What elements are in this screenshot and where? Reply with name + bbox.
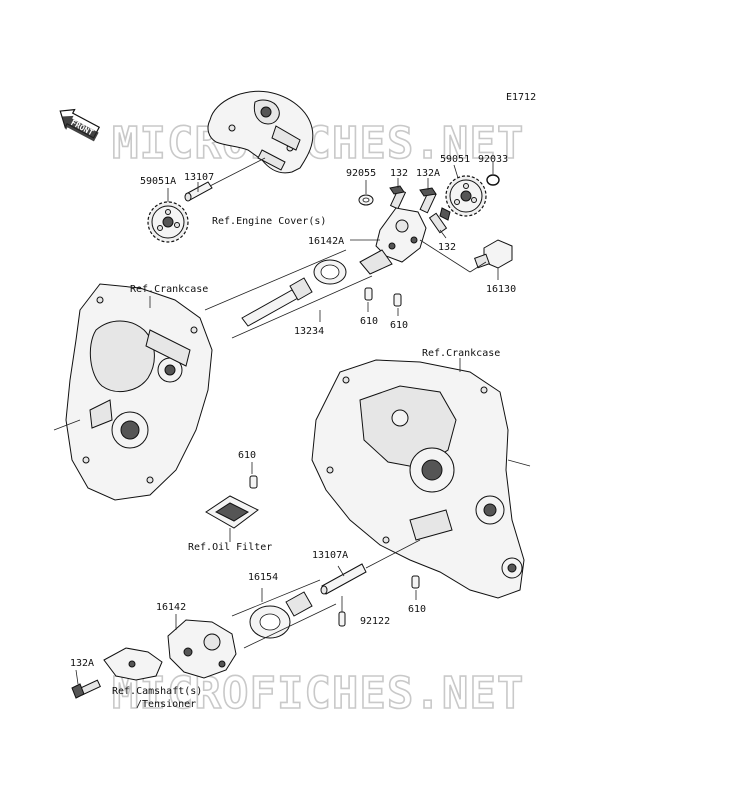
label-13107A: 13107A — [312, 550, 348, 561]
label-132A-top: 132A — [416, 168, 440, 179]
label-13234: 13234 — [294, 326, 324, 337]
label-13107: 13107 — [184, 172, 214, 183]
pump-cover-16142A — [359, 207, 427, 275]
pump-body-16142 — [167, 619, 237, 679]
sprocket-59051A — [147, 201, 189, 243]
watermark-bottom: MICROFICHES.NET — [112, 668, 524, 719]
bolt-132-mid — [428, 207, 451, 234]
bolt-132-top — [389, 185, 407, 210]
sprocket-59051 — [445, 175, 487, 217]
washer-92055 — [358, 194, 374, 206]
front-arrow-icon: FRONT — [59, 108, 101, 142]
label-610-b: 610 — [390, 320, 408, 331]
label-59051: 59051 — [440, 154, 470, 165]
label-ref-engine-cover: Ref.Engine Cover(s) — [212, 216, 326, 227]
label-610-d: 610 — [408, 604, 426, 615]
pipe-13107A — [320, 563, 367, 595]
crankcase-left — [65, 283, 213, 501]
oil-filter — [205, 495, 259, 529]
dowel-pin-610-c — [249, 475, 258, 489]
label-132-top: 132 — [390, 168, 408, 179]
dowel-pin-610-d — [411, 575, 420, 589]
label-ref-tensioner: /Tensioner — [136, 699, 196, 710]
diagram-code: E1712 — [506, 92, 536, 103]
label-132A-bottom: 132A — [70, 658, 94, 669]
label-610-c: 610 — [238, 450, 256, 461]
rotor-16154 — [249, 591, 313, 639]
bolt-132A-bottom — [71, 679, 101, 699]
label-16142: 16142 — [156, 602, 186, 613]
dowel-pin-610-b — [393, 293, 402, 307]
label-92033: 92033 — [478, 154, 508, 165]
label-ref-crankcase-left: Ref.Crankcase — [130, 284, 208, 295]
label-ref-crankcase-right: Ref.Crankcase — [422, 348, 500, 359]
label-132-mid: 132 — [438, 242, 456, 253]
fitting-16130 — [474, 239, 513, 269]
camshaft-bracket — [103, 647, 163, 681]
engine-cover-outline — [207, 90, 314, 174]
bolt-132A-top — [419, 187, 437, 214]
label-16154: 16154 — [248, 572, 278, 583]
label-16130: 16130 — [486, 284, 516, 295]
label-ref-camshaft: Ref.Camshaft(s) — [112, 686, 202, 697]
label-16142A: 16142A — [308, 236, 344, 247]
label-92122: 92122 — [360, 616, 390, 627]
label-59051A: 59051A — [140, 176, 176, 187]
label-ref-oil-filter: Ref.Oil Filter — [188, 542, 272, 553]
dowel-pin-610-a — [364, 287, 373, 301]
crankcase-right — [311, 359, 525, 599]
label-92055: 92055 — [346, 168, 376, 179]
circlip-92033 — [486, 174, 500, 186]
watermark-top: MICROFICHES.NET — [112, 118, 524, 169]
pin-92122 — [338, 611, 346, 627]
pin-13107 — [184, 181, 213, 202]
oil-pump-shaft-13234 — [241, 259, 347, 327]
label-610-a: 610 — [360, 316, 378, 327]
